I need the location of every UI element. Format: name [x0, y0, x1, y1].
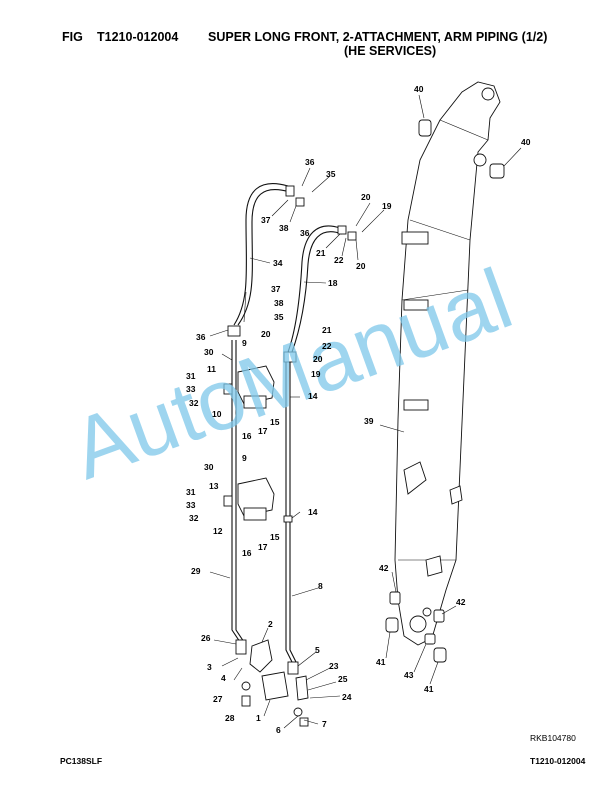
callout: 22 [322, 341, 332, 351]
callout: 39 [364, 416, 374, 426]
callout: 28 [225, 713, 235, 723]
callout: 22 [334, 255, 344, 265]
callout: 21 [322, 325, 332, 335]
callout: 20 [361, 192, 371, 202]
callout: 1 [256, 713, 261, 723]
arm-assembly [394, 81, 501, 646]
clamp-upper [223, 365, 275, 409]
page-title: SUPER LONG FRONT, 2-ATTACHMENT, ARM PIPI… [208, 30, 548, 44]
footer-model: PC138SLF [60, 756, 103, 766]
callout: 3 [207, 662, 212, 672]
callout: 21 [316, 248, 326, 258]
hose-34 [233, 183, 289, 326]
lower-fittings [235, 639, 309, 727]
callout: 36 [305, 157, 315, 167]
callout: 41 [424, 684, 434, 694]
callout: 16 [242, 431, 252, 441]
callout: 15 [270, 532, 280, 542]
drawing-reference-code: RKB104780 [530, 733, 576, 743]
callout: 14 [308, 391, 318, 401]
callout: 34 [273, 258, 283, 268]
callout: 20 [261, 329, 271, 339]
callout: 37 [261, 215, 271, 225]
callout: 25 [338, 674, 348, 684]
callout: 42 [456, 597, 466, 607]
callout: 37 [271, 284, 281, 294]
callout: 40 [521, 137, 531, 147]
callout-numbers: 40 40 36 35 37 38 36 20 19 21 22 20 34 1… [186, 84, 531, 735]
callout: 5 [315, 645, 320, 655]
callout: 20 [313, 354, 323, 364]
callout: 7 [322, 719, 327, 729]
callout: 30 [204, 462, 214, 472]
callout: 23 [329, 661, 339, 671]
callout: 27 [213, 694, 223, 704]
clamp-lower [223, 477, 275, 521]
figure-label: FIG [62, 30, 83, 44]
callout: 26 [201, 633, 211, 643]
callout: 32 [189, 398, 199, 408]
callout: 38 [279, 223, 289, 233]
figure-number: T1210-012004 [97, 30, 179, 44]
footer-page-code: T1210-012004 [530, 756, 586, 766]
callout: 33 [186, 384, 196, 394]
callout: 10 [212, 409, 222, 419]
callout: 9 [242, 453, 247, 463]
callout: 20 [356, 261, 366, 271]
callout: 8 [318, 581, 323, 591]
callout: 40 [414, 84, 424, 94]
callout: 41 [376, 657, 386, 667]
callout: 13 [209, 481, 219, 491]
callout: 36 [196, 332, 206, 342]
callout: 19 [311, 369, 321, 379]
pipe-8 [285, 362, 293, 663]
callout: 16 [242, 548, 252, 558]
callout: 32 [189, 513, 199, 523]
callout: 35 [326, 169, 336, 179]
callout: 2 [268, 619, 273, 629]
callout: 12 [213, 526, 223, 536]
callout: 42 [379, 563, 389, 573]
callout: 17 [258, 426, 268, 436]
callout: 11 [207, 364, 216, 374]
pipe-29 [231, 340, 241, 643]
callout: 17 [258, 542, 268, 552]
callout: 9 [242, 338, 247, 348]
callout: 38 [274, 298, 284, 308]
callout: 19 [382, 201, 392, 211]
page-subtitle: (HE SERVICES) [344, 44, 437, 58]
callout: 29 [191, 566, 201, 576]
callout: 35 [274, 312, 284, 322]
callout: 6 [276, 725, 281, 735]
callout: 15 [270, 417, 280, 427]
callout: 33 [186, 500, 196, 510]
bushings [385, 119, 505, 663]
callout: 18 [328, 278, 338, 288]
callout: 31 [186, 371, 196, 381]
hose-18 [287, 225, 341, 353]
callout: 30 [204, 347, 214, 357]
callout: 24 [342, 692, 352, 702]
leader-lines [209, 94, 522, 729]
callout: 31 [186, 487, 196, 497]
callout: 43 [404, 670, 414, 680]
callout: 36 [300, 228, 310, 238]
callout: 4 [221, 673, 226, 683]
callout: 14 [308, 507, 318, 517]
